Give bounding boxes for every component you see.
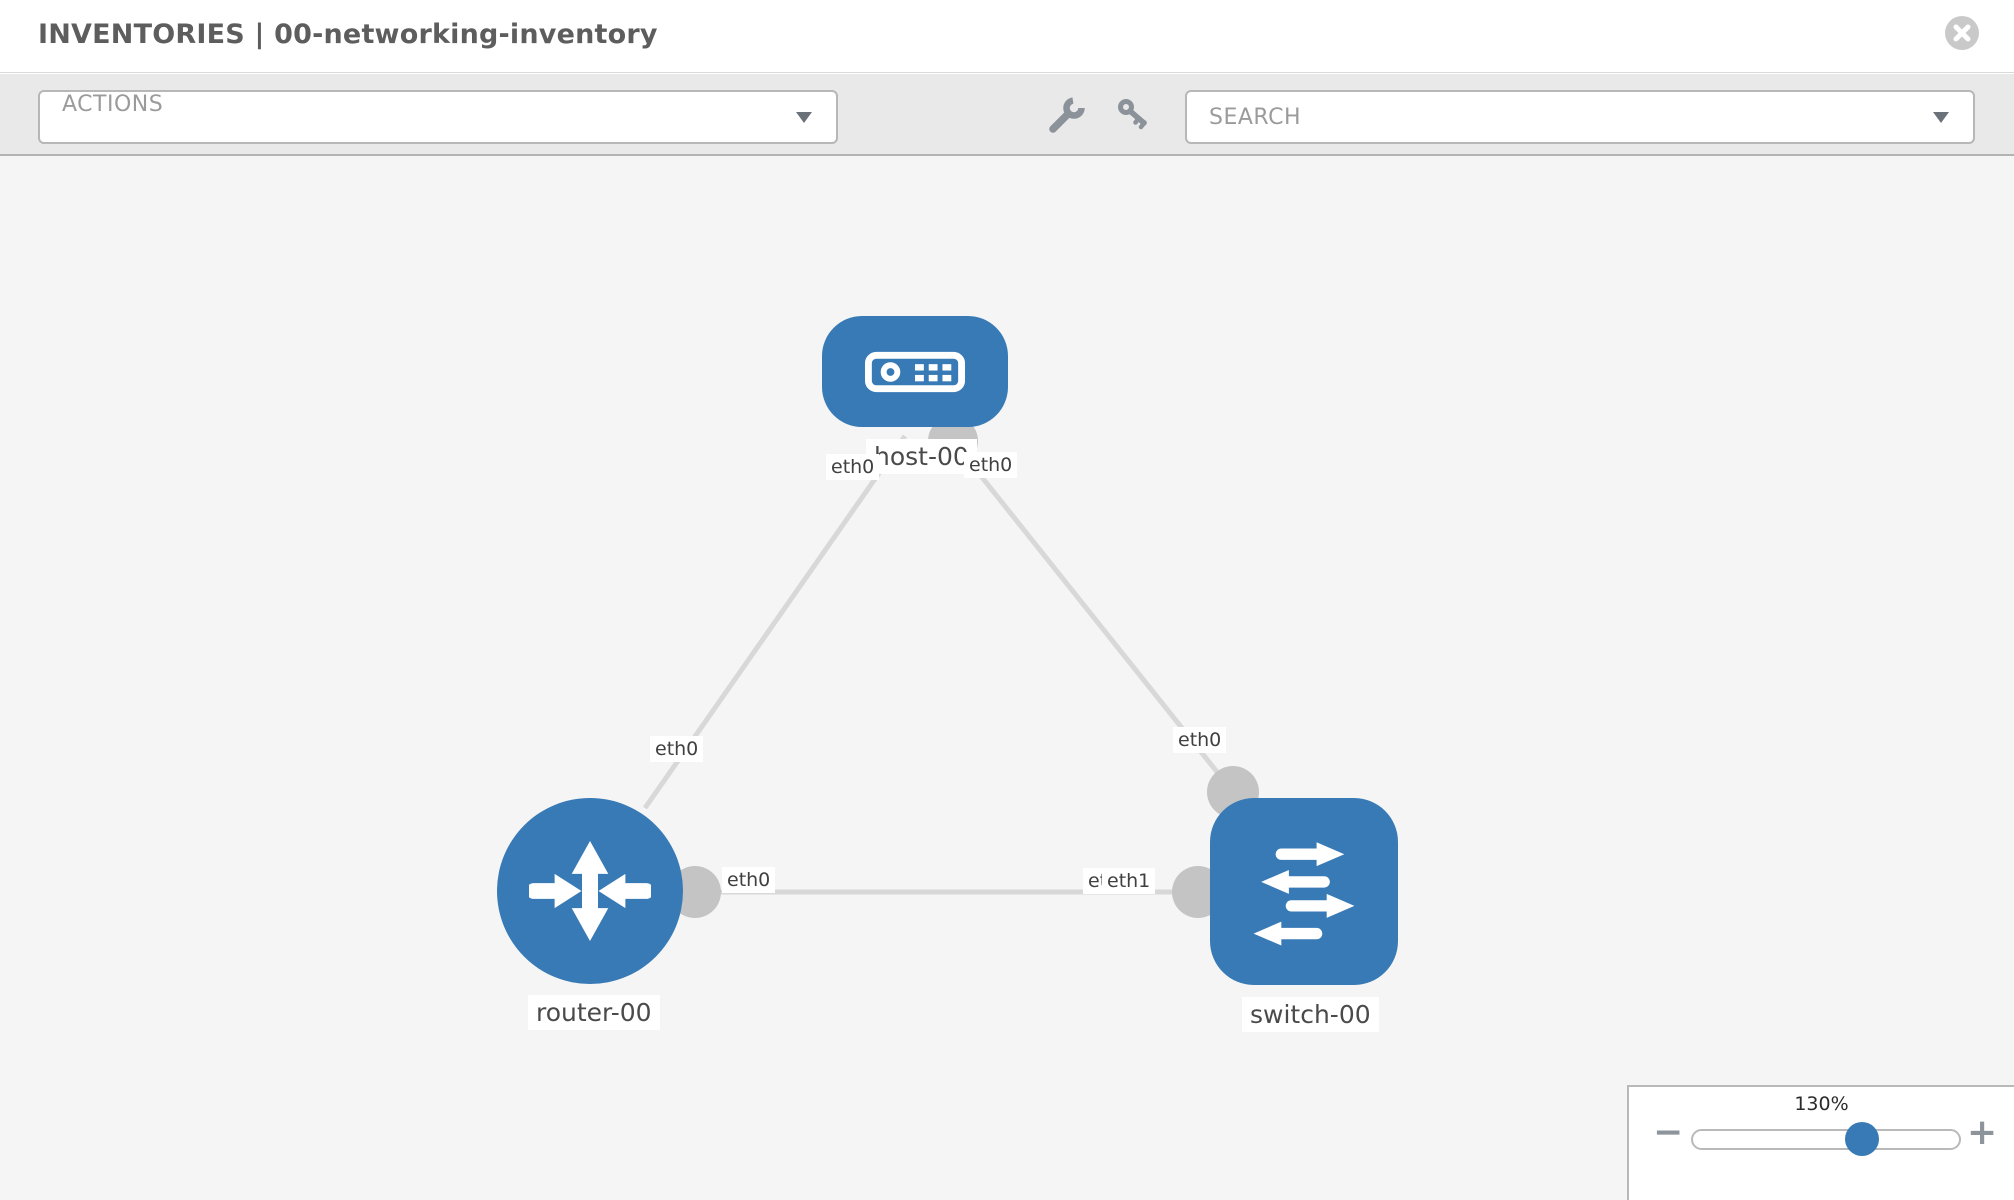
router-arrows-icon [529, 840, 651, 942]
node-host-00[interactable] [822, 316, 1008, 427]
header: INVENTORIES | 00-networking-inventory [0, 0, 2014, 73]
chevron-down-icon[interactable] [1933, 111, 1949, 123]
interface-label-router-eth0-side: eth0 [722, 867, 776, 893]
zoom-out-button[interactable]: − [1653, 1112, 1684, 1153]
interface-label-switch-eth1: eth1 [1102, 868, 1156, 894]
interface-label-host-eth0-left: eth0 [826, 454, 880, 480]
interface-label-host-eth0-right: eth0 [964, 452, 1018, 478]
wrench-icon[interactable] [1046, 96, 1086, 136]
zoom-panel: 130% − + [1627, 1085, 2014, 1200]
chevron-down-icon [796, 111, 812, 123]
node-switch-00[interactable] [1210, 798, 1398, 985]
zoom-in-button[interactable]: + [1967, 1112, 1998, 1153]
node-router-00[interactable] [497, 798, 683, 984]
key-icon[interactable] [1114, 96, 1154, 136]
interface-label-router-eth0-up: eth0 [650, 736, 704, 762]
node-label-host-00: host-00 [866, 439, 977, 474]
zoom-slider-track[interactable] [1691, 1122, 1961, 1156]
node-label-switch-00: switch-00 [1242, 997, 1379, 1032]
links-layer [642, 416, 1259, 918]
search-input[interactable] [1187, 92, 1933, 142]
zoom-level-readout: 130% [1794, 1093, 1849, 1115]
close-icon [1953, 24, 1971, 42]
interface-label-switch-eth0: eth0 [1173, 727, 1227, 753]
server-icon [864, 351, 966, 392]
search-box [1185, 90, 1975, 144]
page-title: INVENTORIES | 00-networking-inventory [38, 19, 658, 50]
close-button[interactable] [1945, 16, 1979, 50]
actions-dropdown-label: ACTIONS [62, 92, 164, 117]
topology-canvas[interactable]: host-00 router-00 switch-00 eth0 eth0 et… [0, 156, 2014, 1200]
zoom-slider-handle[interactable] [1845, 1122, 1879, 1156]
actions-dropdown[interactable]: ACTIONS [38, 90, 838, 144]
toolbar: ACTIONS [0, 74, 2014, 156]
node-label-router-00: router-00 [528, 995, 660, 1030]
switch-arrows-icon [1253, 841, 1355, 946]
